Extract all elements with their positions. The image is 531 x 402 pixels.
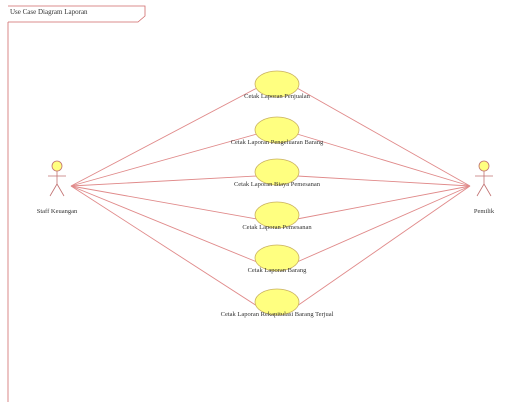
association-owner-uc3 xyxy=(296,175,471,187)
association-owner-uc2 xyxy=(296,133,471,187)
frame-title-tab xyxy=(8,5,146,23)
actor-label-staff-keuangan: Staff Keuangan xyxy=(36,208,78,215)
actor-pemilik-head xyxy=(478,160,490,172)
use-case-uc2 xyxy=(254,116,300,144)
association-owner-uc1 xyxy=(296,87,471,187)
association-staff-uc1 xyxy=(70,87,258,187)
association-owner-uc5 xyxy=(296,185,471,263)
association-staff-uc6 xyxy=(70,185,258,307)
use-case-uc5 xyxy=(254,244,300,272)
association-staff-uc4 xyxy=(70,185,258,220)
use-case-label-cetak-laporan-pemesanan: Cetak Laporan Pemesanan xyxy=(242,224,312,231)
actor-pemilik-right-leg xyxy=(483,183,492,197)
use-case-uc4 xyxy=(254,201,300,229)
use-case-label-cetak-laporan-barang: Cetak Laporan Barang xyxy=(247,267,307,274)
association-owner-uc6 xyxy=(296,185,471,307)
use-case-uc6 xyxy=(254,288,300,316)
actor-staff-keuangan-right-leg xyxy=(56,183,65,197)
frame-title: Use Case Diagram Laporan xyxy=(10,8,88,16)
actor-label-pemilik: Pemilik xyxy=(473,208,495,215)
actor-pemilik-left-leg xyxy=(476,183,485,197)
association-owner-uc4 xyxy=(296,185,471,220)
use-case-label-cetak-laporan-biaya-pemesanan: Cetak Laporan Biaya Pemesanan xyxy=(233,181,321,188)
use-case-label-cetak-laporan-penjualan: Cetak Laporan Penjualan xyxy=(244,93,310,100)
use-case-label-cetak-laporan-pengeluaran-barang: Cetak Laporan Pengeluaran Barang xyxy=(230,139,324,146)
use-case-uc1 xyxy=(254,70,300,98)
actor-staff-keuangan-left-leg xyxy=(49,183,58,197)
association-staff-uc3 xyxy=(70,175,258,187)
association-staff-uc5 xyxy=(70,185,258,263)
actor-staff-keuangan-head xyxy=(51,160,63,172)
use-case-label-cetak-laporan-rekapitulasi-barang-terjual: Cetak Laporan Rekapitulasi Barang Terjua… xyxy=(220,311,334,318)
use-case-uc3 xyxy=(254,158,300,186)
association-staff-uc2 xyxy=(70,133,258,187)
